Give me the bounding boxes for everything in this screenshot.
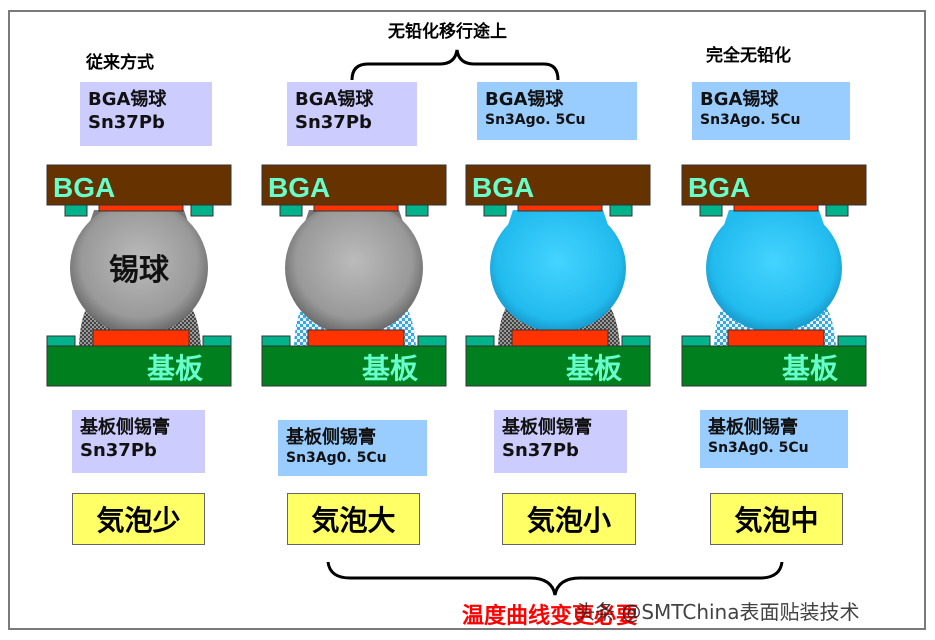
paste-title: 基板侧锡膏 (708, 417, 798, 438)
bga-pad (517, 204, 603, 212)
solder-mask (621, 335, 651, 347)
solder-mask (405, 204, 429, 217)
solder-mask (64, 204, 88, 217)
substrate (261, 345, 447, 387)
solder-mask (681, 335, 711, 347)
temperature-profile-note: 温度曲线变更必要 (462, 604, 639, 629)
substrate-pad (307, 329, 405, 348)
ball-title: BGA锡球 (88, 89, 167, 110)
paste-title: 基板侧锡膏 (286, 427, 376, 448)
result-4: 気泡中 (710, 493, 843, 545)
solder-ball (706, 204, 842, 332)
bga-label: BGA (53, 172, 115, 203)
paste-alloy: Sn3Ag0. 5Cu (286, 450, 387, 467)
ball-title: BGA锡球 (485, 89, 564, 110)
solder-mask (699, 204, 723, 217)
ball-title: BGA锡球 (700, 89, 779, 110)
ball-title: BGA锡球 (295, 89, 374, 110)
bga-package (465, 164, 651, 206)
ball-box-3: BGA锡球 Sn3Ago. 5Cu (477, 82, 637, 140)
substrate (46, 345, 232, 387)
solder-mask (825, 204, 849, 217)
solder-mask (837, 335, 867, 347)
result-3: 気泡小 (502, 493, 636, 545)
ball-label: 锡球 (109, 253, 170, 288)
bga-package (681, 164, 867, 206)
ball-box-4: BGA锡球 Sn3Ago. 5Cu (692, 82, 850, 140)
bga-pad (313, 204, 399, 212)
result-1: 気泡少 (72, 493, 205, 545)
substrate-pad (92, 329, 190, 348)
ball-alloy: Sn3Ago. 5Cu (700, 112, 801, 129)
ball-alloy: Sn37Pb (295, 112, 372, 134)
frame (8, 10, 926, 630)
solder-mask (190, 204, 214, 217)
substrate-label: 基板 (566, 352, 622, 385)
solder-mask (261, 335, 291, 347)
substrate (681, 345, 867, 387)
paste-alloy: Sn37Pb (502, 440, 579, 462)
solder-mask (483, 204, 507, 217)
result-2: 気泡大 (287, 493, 420, 545)
ball-alloy: Sn3Ago. 5Cu (485, 112, 586, 129)
bga-label: BGA (268, 172, 330, 203)
solder-mask (417, 335, 447, 347)
watermark: 头条 @SMTChina表面贴装技术 (575, 600, 860, 624)
ball-alloy: Sn37Pb (88, 112, 165, 134)
paste-alloy: Sn37Pb (80, 440, 157, 462)
substrate-pad (727, 329, 825, 348)
bga-package (261, 164, 447, 206)
substrate (465, 345, 651, 387)
bga-pad (733, 204, 819, 212)
header-transition: 无铅化移行途上 (388, 22, 507, 42)
substrate-label: 基板 (362, 352, 418, 385)
paste-title: 基板侧锡膏 (502, 417, 592, 438)
substrate-pad (511, 329, 609, 348)
bga-package (46, 164, 232, 206)
solder-mask (465, 335, 495, 347)
header-conventional: 従来方式 (86, 53, 154, 73)
solder-mask (279, 204, 303, 217)
bga-label: BGA (472, 172, 534, 203)
paste-alloy: Sn3Ag0. 5Cu (708, 440, 809, 457)
solder-ball (70, 201, 208, 335)
top-brace (350, 49, 560, 81)
bottom-brace (326, 561, 784, 596)
bga-pad (98, 204, 184, 212)
paste-box-2: 基板侧锡膏 Sn3Ag0. 5Cu (278, 420, 427, 476)
header-full-leadfree: 完全无铅化 (706, 46, 791, 66)
solder-mask (609, 204, 633, 217)
solder-ball (285, 201, 423, 335)
substrate-label: 基板 (147, 352, 203, 385)
solder-mask (202, 335, 232, 347)
paste-box-4: 基板侧锡膏 Sn3Ag0. 5Cu (700, 410, 848, 468)
paste-title: 基板侧锡膏 (80, 417, 170, 438)
substrate-label: 基板 (782, 352, 838, 385)
solder-ball (490, 204, 626, 332)
solder-mask (46, 335, 76, 347)
bga-label: BGA (688, 172, 750, 203)
